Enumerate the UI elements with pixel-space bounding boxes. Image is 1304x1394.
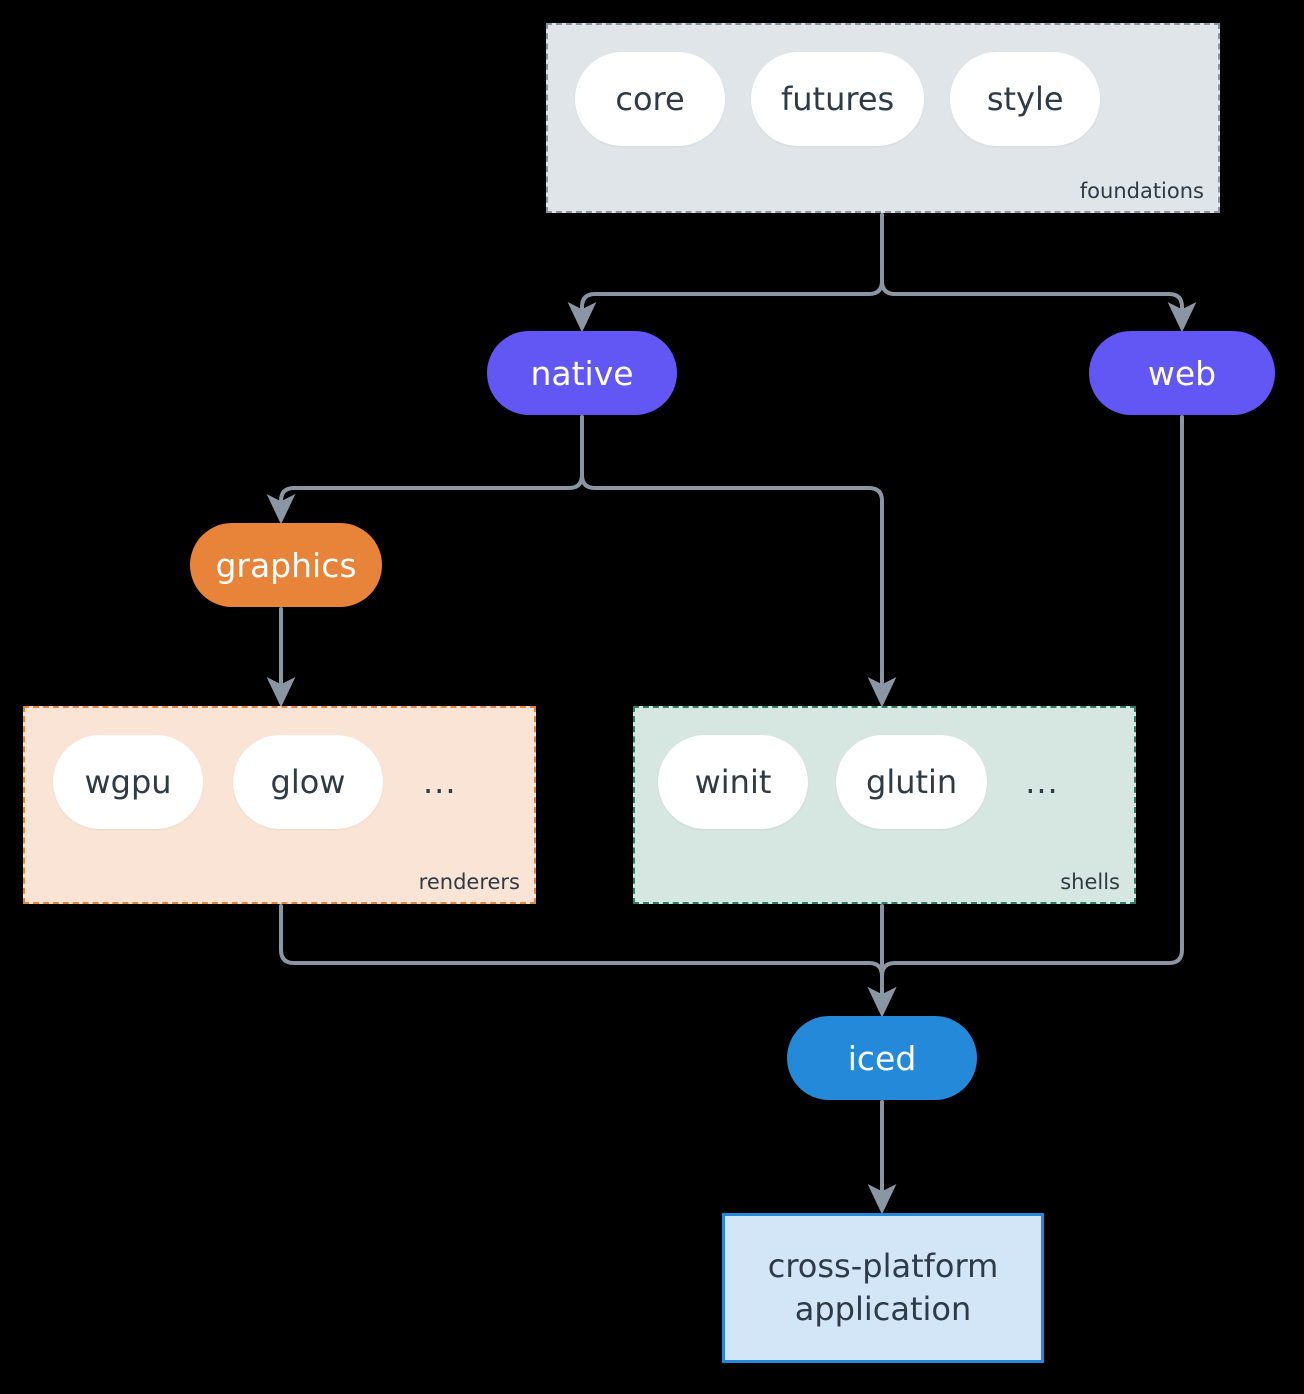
node-iced[interactable]: iced <box>787 1016 977 1100</box>
edge-renderers-to-iced <box>279 904 897 1018</box>
chip-winit[interactable]: winit <box>658 735 808 829</box>
renderers-chip-row: wgpu glow ... <box>53 735 457 829</box>
chip-wgpu[interactable]: wgpu <box>53 735 203 829</box>
group-label-renderers: renderers <box>418 870 520 894</box>
chip-style[interactable]: style <box>950 52 1101 146</box>
group-label-foundations: foundations <box>1079 179 1204 203</box>
foundations-chip-row: core futures style <box>575 52 1101 146</box>
chip-glutin[interactable]: glutin <box>836 735 988 829</box>
node-web[interactable]: web <box>1089 331 1275 415</box>
node-cross-platform-application[interactable]: cross-platform application <box>722 1213 1044 1363</box>
node-native[interactable]: native <box>487 331 677 415</box>
shells-ellipsis: ... <box>1025 763 1059 801</box>
edge-foundations-to-native <box>567 213 884 333</box>
node-graphics[interactable]: graphics <box>190 523 382 607</box>
group-shells: winit glutin ... shells <box>633 706 1136 904</box>
edge-native-to-shells <box>580 415 897 708</box>
edge-foundations-to-web <box>880 213 1197 333</box>
application-line-2: application <box>794 1290 972 1328</box>
group-renderers: wgpu glow ... renderers <box>23 706 536 904</box>
chip-futures[interactable]: futures <box>751 52 925 146</box>
group-label-shells: shells <box>1060 870 1120 894</box>
application-line-1: cross-platform <box>767 1246 999 1285</box>
edge-native-to-graphics <box>266 415 584 525</box>
chip-core[interactable]: core <box>575 52 725 146</box>
group-foundations: core futures style foundations <box>546 23 1220 213</box>
chip-glow[interactable]: glow <box>233 735 383 829</box>
shells-chip-row: winit glutin ... <box>658 735 1059 829</box>
renderers-ellipsis: ... <box>423 763 457 801</box>
